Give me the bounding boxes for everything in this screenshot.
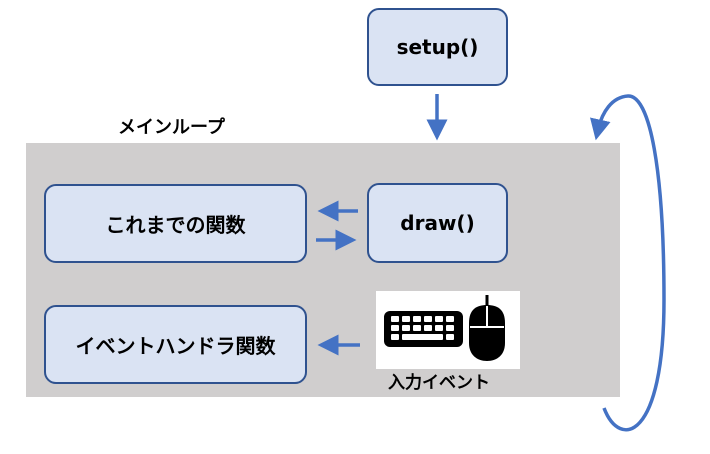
setup-node: setup(): [367, 8, 508, 86]
draw-node: draw(): [367, 183, 508, 263]
main-loop-label: メインループ: [118, 117, 225, 138]
previous-functions-node: これまでの関数: [44, 184, 307, 263]
event-handlers-node: イベントハンドラ関数: [44, 305, 307, 384]
loop-repeat-arrow: [590, 94, 666, 432]
input-devices-panel: [376, 291, 520, 369]
keyboard-icon: [384, 311, 463, 347]
input-events-label: 入力イベント: [388, 373, 490, 393]
mouse-icon: [469, 295, 505, 361]
